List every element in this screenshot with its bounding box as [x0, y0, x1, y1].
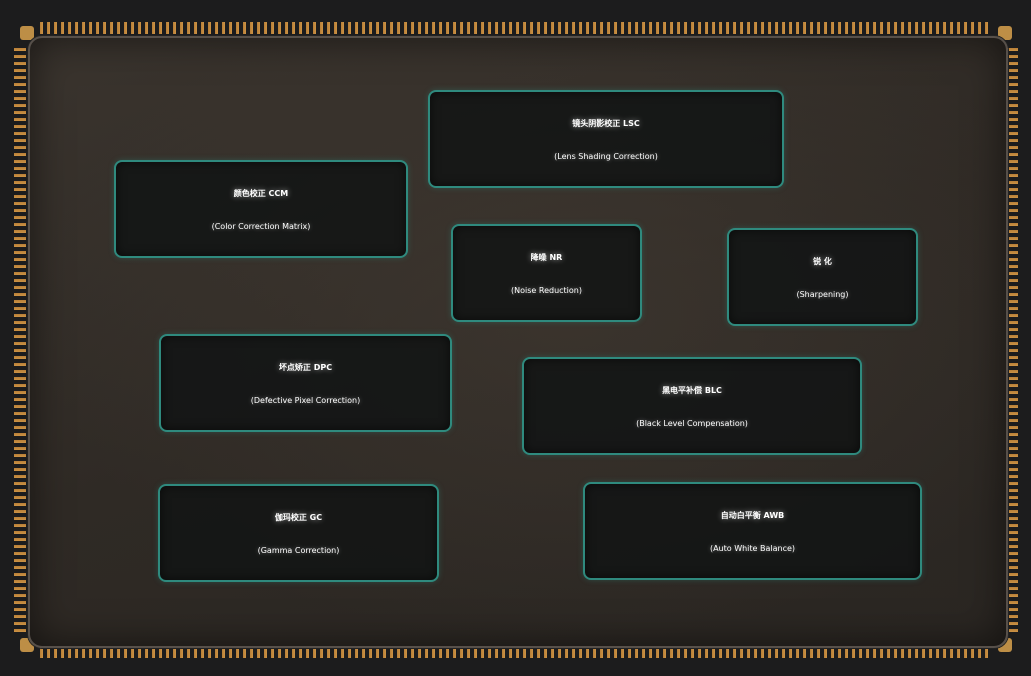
module-blc: 黑电平补偿 BLC (Black Level Compensation): [522, 357, 862, 455]
module-awb-title: 自动白平衡 AWB: [720, 511, 785, 520]
module-sharpening: 锐 化 (Sharpening): [727, 228, 918, 326]
chip-pins-top: [40, 22, 992, 34]
module-awb-subtitle: (Auto White Balance): [709, 544, 796, 553]
module-sharpening-subtitle: (Sharpening): [796, 290, 849, 299]
module-gc: 伽玛校正 GC (Gamma Correction): [158, 484, 439, 582]
module-dpc-subtitle: (Defective Pixel Correction): [250, 396, 361, 405]
module-ccm-subtitle: (Color Correction Matrix): [211, 222, 311, 231]
module-nr-title: 降噪 NR: [530, 253, 563, 262]
module-ccm: 颜色校正 CCM (Color Correction Matrix): [114, 160, 408, 258]
chip-pins-right: [1006, 48, 1018, 632]
module-nr: 降噪 NR (Noise Reduction): [451, 224, 642, 322]
module-dpc: 坏点矫正 DPC (Defective Pixel Correction): [159, 334, 452, 432]
chip-corner-top-right: [998, 26, 1012, 40]
module-blc-subtitle: (Black Level Compensation): [636, 419, 748, 428]
module-sharpening-title: 锐 化: [813, 257, 832, 266]
module-dpc-title: 坏点矫正 DPC: [278, 363, 333, 372]
chip-corner-top-left: [20, 26, 34, 40]
module-lsc-subtitle: (Lens Shading Correction): [554, 152, 658, 161]
module-lsc-title: 镜头阴影校正 LSC: [572, 119, 640, 128]
module-gc-subtitle: (Gamma Correction): [257, 546, 340, 555]
module-gc-title: 伽玛校正 GC: [274, 513, 323, 522]
module-lsc: 镜头阴影校正 LSC (Lens Shading Correction): [428, 90, 784, 188]
module-awb: 自动白平衡 AWB (Auto White Balance): [583, 482, 922, 580]
module-blc-title: 黑电平补偿 BLC: [662, 386, 722, 395]
chip-pins-left: [14, 48, 26, 632]
chip-pins-bottom: [40, 646, 992, 658]
module-ccm-title: 颜色校正 CCM: [233, 189, 289, 198]
module-nr-subtitle: (Noise Reduction): [511, 286, 582, 295]
